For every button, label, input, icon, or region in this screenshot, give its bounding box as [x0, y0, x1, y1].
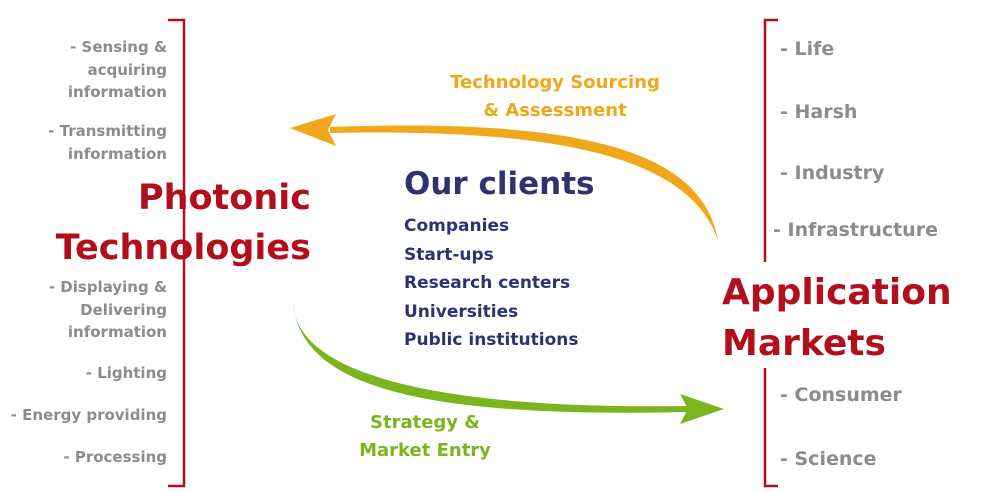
left-item-sensing: - Sensing & [70, 38, 167, 56]
client-item-startups: Start-ups [404, 245, 494, 265]
application-title-line1: Application [722, 272, 952, 313]
clients-title: Our clients [404, 166, 595, 202]
left-item-transmitting: - Transmitting [48, 122, 167, 140]
sourcing-label-line2: & Assessment [483, 100, 627, 121]
left-item-displaying: - Displaying & [48, 278, 167, 296]
client-item-universities: Universities [404, 302, 519, 322]
right-bracket-bottom [763, 368, 778, 488]
left-item-information-2: information [67, 145, 167, 163]
left-item-delivering: Delivering [80, 301, 167, 319]
right-item-consumer: - Consumer [780, 384, 902, 406]
client-item-companies: Companies [404, 216, 510, 236]
application-title-line2: Markets [722, 323, 886, 364]
right-item-harsh: - Harsh [780, 101, 858, 123]
right-item-life: - Life [780, 38, 835, 60]
photonic-title-line2: Technologies [55, 228, 311, 268]
client-item-public: Public institutions [404, 330, 579, 350]
photonic-title-line1: Photonic [137, 178, 311, 218]
strategy-label: Strategy & Market Entry [330, 409, 520, 465]
left-item-acquiring: acquiring [87, 61, 167, 79]
right-item-infrastructure: - Infrastructure [773, 219, 938, 241]
strategy-arrowhead [680, 394, 724, 424]
right-item-science: - Science [780, 448, 877, 470]
sourcing-label: Technology Sourcing & Assessment [410, 69, 700, 125]
sourcing-arrowhead [290, 114, 336, 146]
left-item-processing: - Processing [63, 448, 167, 466]
left-item-energy: - Energy providing [10, 406, 167, 424]
right-bracket-top [763, 18, 778, 262]
left-item-information-3: information [67, 323, 167, 341]
client-item-research: Research centers [404, 273, 571, 293]
sourcing-label-line1: Technology Sourcing [450, 72, 660, 93]
strategy-label-line1: Strategy & [370, 412, 480, 433]
strategy-arrow-body [293, 302, 690, 413]
left-item-information-1: information [67, 83, 167, 101]
right-item-industry: - Industry [780, 162, 885, 184]
strategy-label-line2: Market Entry [359, 440, 491, 461]
left-item-lighting: - Lighting [85, 364, 167, 382]
left-bracket [168, 18, 186, 488]
sourcing-arrow-body [330, 125, 718, 240]
